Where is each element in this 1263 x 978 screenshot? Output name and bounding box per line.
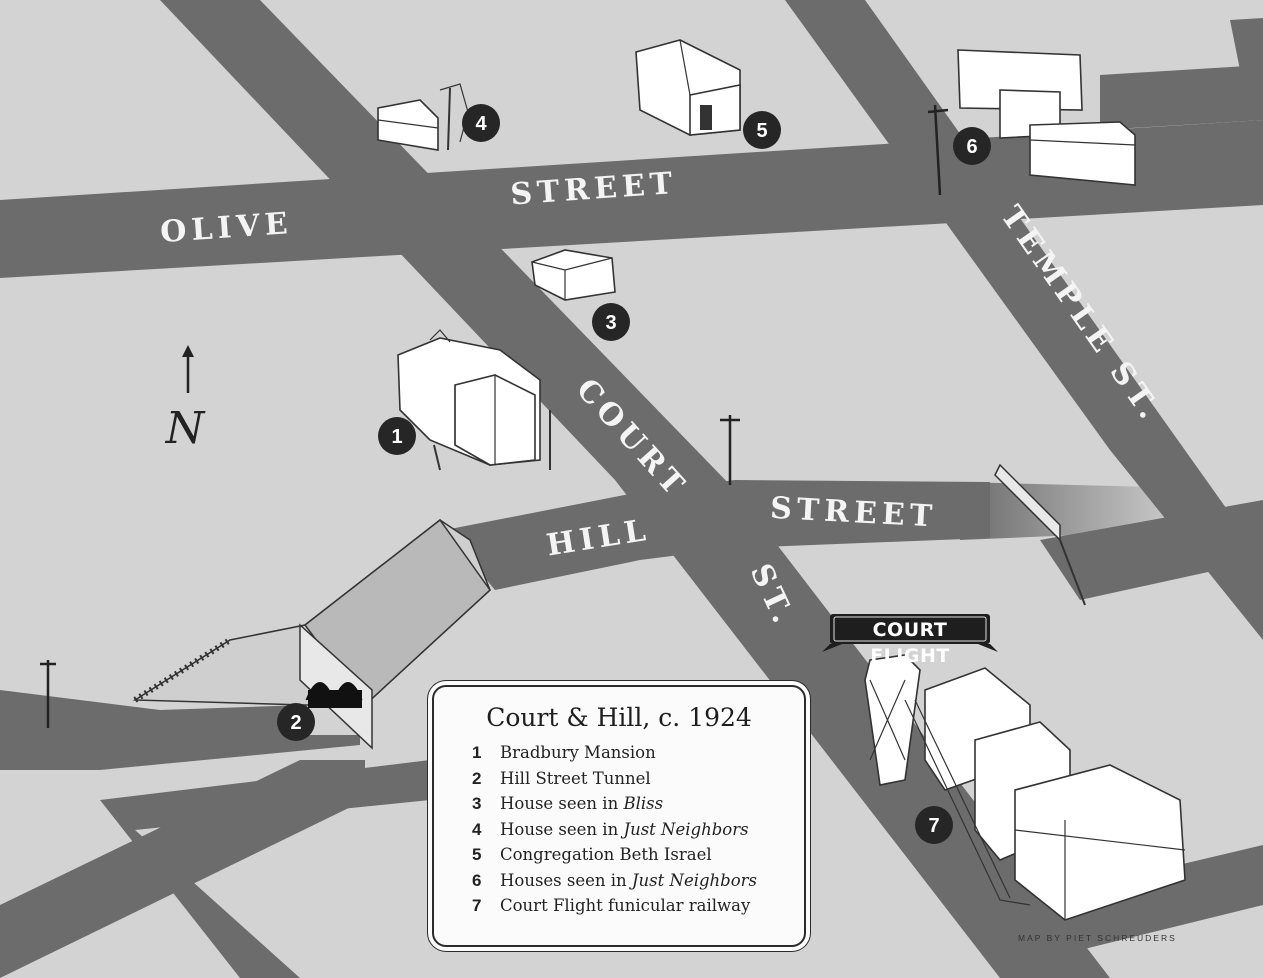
marker-2[interactable]: 2	[277, 703, 315, 741]
legend-item-number: 6	[472, 870, 482, 890]
marker-4[interactable]: 4	[462, 104, 500, 142]
svg-text:2: 2	[290, 712, 301, 734]
legend-item-text: Congregation Beth Israel	[500, 845, 712, 864]
legend-item: 2 Hill Street Tunnel	[472, 769, 757, 795]
houses-6-illustration	[957, 49, 1136, 186]
upper-right-road	[1230, 18, 1263, 70]
legend-item: 3 House seen in Bliss	[472, 794, 757, 820]
bottom-road	[100, 760, 430, 978]
svg-text:4: 4	[475, 113, 487, 135]
legend-item-italic: Just Neighbors	[631, 870, 758, 890]
map-credit: MAP BY PIET SCHREUDERS	[1018, 933, 1177, 943]
svg-text:5: 5	[756, 120, 767, 142]
sign-label: COURT FLIGHT	[870, 619, 950, 667]
north-letter: N	[165, 403, 205, 454]
legend-item-number: 2	[472, 768, 482, 788]
svg-text:1: 1	[391, 426, 402, 448]
hill-street-road	[445, 480, 990, 590]
bradbury-mansion-illustration	[397, 329, 551, 471]
legend-item-number: 7	[472, 896, 482, 915]
map-markers: 1 2 3 4 5 6 7	[277, 104, 991, 844]
marker-5[interactable]: 5	[743, 111, 781, 149]
hill-street-tunnel	[132, 518, 491, 750]
hill-street-label: STREET	[769, 491, 938, 535]
legend-item-italic: Just Neighbors	[623, 819, 749, 839]
legend-item-text: House seen in	[500, 819, 624, 839]
sign-banner-icon	[822, 614, 998, 652]
right-road	[1100, 65, 1263, 130]
house-3-illustration	[531, 249, 616, 301]
legend-item-text: Hill Street Tunnel	[500, 768, 651, 788]
legend-item-text: House seen in	[500, 794, 624, 813]
legend-item-number: 4	[472, 819, 482, 839]
legend-item-number: 1	[472, 743, 482, 762]
marker-1[interactable]: 1	[378, 417, 416, 455]
legend-item-text: Bradbury Mansion	[500, 743, 656, 762]
svg-text:3: 3	[605, 312, 616, 334]
tunnel-road	[0, 690, 360, 770]
marker-7[interactable]: 7	[915, 806, 953, 844]
temple-5-illustration	[635, 39, 741, 136]
marker-6[interactable]: 6	[953, 127, 991, 165]
legend-item-italic: Bliss	[623, 794, 664, 813]
temple-street-road	[785, 0, 1263, 640]
legend-item: 7 Court Flight funicular railway	[472, 896, 757, 922]
court-flight-sign: COURT FLIGHT	[822, 612, 998, 667]
right-bottom-road	[1030, 845, 1263, 955]
court-flight-illustration	[864, 654, 1186, 921]
legend-item: 1 Bradbury Mansion	[472, 743, 757, 769]
legend-item-text: Houses seen in	[500, 870, 632, 890]
svg-text:7: 7	[928, 815, 939, 837]
legend-title: Court & Hill, c. 1924	[486, 703, 752, 732]
utility-poles	[40, 104, 949, 728]
legend-item: 4 House seen in Just Neighbors	[472, 820, 757, 846]
legend-item-number: 5	[472, 845, 482, 864]
marker-3[interactable]: 3	[592, 303, 630, 341]
fence-right	[994, 463, 1086, 606]
legend-item-text: Court Flight funicular railway	[500, 896, 751, 915]
legend-item: 6 Houses seen in Just Neighbors	[472, 871, 757, 897]
legend-item-number: 3	[472, 794, 482, 813]
north-arrow-icon	[182, 345, 194, 393]
svg-text:6: 6	[966, 136, 977, 158]
legend-item: 5 Congregation Beth Israel	[472, 845, 757, 871]
right-lower-road	[1040, 500, 1263, 600]
north-indicator: N	[160, 345, 210, 455]
